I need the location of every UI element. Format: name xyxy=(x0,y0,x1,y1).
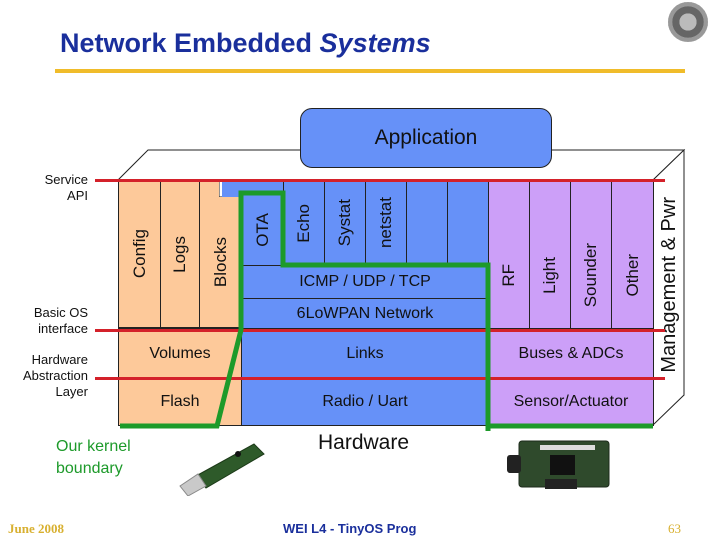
light-column: Light xyxy=(529,180,571,330)
slide-title: Network Embedded Systems xyxy=(60,28,431,59)
links-cell: Links xyxy=(241,328,489,379)
title-underline xyxy=(55,69,685,73)
label-line: Basic OS xyxy=(33,305,88,320)
title-italic: Systems xyxy=(319,28,431,58)
netstat-column: netstat xyxy=(365,180,407,266)
rf-column: RF xyxy=(488,180,530,330)
empty-service-column xyxy=(447,180,489,266)
blocks-column: Blocks xyxy=(199,197,242,328)
hal-label: Hardware Abstraction Layer xyxy=(5,352,88,400)
config-label: Config xyxy=(129,229,149,279)
echo-column: Echo xyxy=(283,180,325,266)
rf-label: RF xyxy=(499,263,518,287)
blocks-column-top xyxy=(200,181,219,198)
sensor-actuator-cell: Sensor/Actuator xyxy=(488,378,654,426)
footer-course: WEI L4 - TinyOS Prog xyxy=(283,521,417,536)
label-line: interface xyxy=(38,321,88,336)
hal-line xyxy=(95,377,665,380)
other-column: Other xyxy=(611,180,654,330)
echo-label: Echo xyxy=(294,203,313,243)
kernel-boundary-label: Our kernel boundary xyxy=(56,436,131,480)
network-row: 6LoWPAN Network xyxy=(241,298,489,330)
page-number: 63 xyxy=(668,521,681,536)
footer-date: June 2008 xyxy=(8,521,64,536)
university-seal-icon xyxy=(668,2,708,42)
blocks-label: Blocks xyxy=(210,236,230,288)
logs-column: Logs xyxy=(160,180,200,328)
logs-label: Logs xyxy=(170,235,189,273)
sounder-label: Sounder xyxy=(581,242,600,308)
radio-uart-cell: Radio / Uart xyxy=(241,378,489,426)
label-line: Layer xyxy=(55,384,88,399)
management-pwr-face: Management & Pwr xyxy=(656,175,682,395)
empty-service-column xyxy=(406,180,448,266)
label-line: API xyxy=(67,188,88,203)
buses-adcs-cell: Buses & ADCs xyxy=(488,328,654,379)
flash-cell: Flash xyxy=(118,378,242,426)
basic-os-label: Basic OS interface xyxy=(10,305,88,337)
netstat-label: netstat xyxy=(376,197,395,249)
volumes-cell: Volumes xyxy=(118,328,242,379)
label-line: Our kernel xyxy=(56,438,131,455)
top-face-left-edge xyxy=(117,149,300,181)
systat-column: Systat xyxy=(324,180,366,266)
label-line: boundary xyxy=(56,460,123,477)
label-line: Hardware xyxy=(31,352,88,367)
service-api-line xyxy=(95,179,665,182)
ota-column: OTA xyxy=(241,193,284,266)
sounder-column: Sounder xyxy=(570,180,612,330)
label-line: Abstraction xyxy=(22,368,88,383)
hardware-label: Hardware xyxy=(318,431,410,454)
title-main: Network Embedded xyxy=(60,28,320,58)
ota-label: OTA xyxy=(252,212,272,247)
management-pwr-label: Management & Pwr xyxy=(657,197,680,373)
label-line: Service xyxy=(44,172,88,187)
systat-label: Systat xyxy=(335,199,354,247)
transport-row: ICMP / UDP / TCP xyxy=(241,265,489,299)
usb-mote-image xyxy=(179,443,265,496)
application-box: Application xyxy=(300,108,552,168)
basic-os-interface-line xyxy=(95,329,665,332)
light-label: Light xyxy=(540,256,559,294)
other-label: Other xyxy=(622,253,642,297)
service-api-label: Service API xyxy=(20,172,88,204)
sensor-board-image xyxy=(507,440,610,489)
config-column: Config xyxy=(118,180,161,328)
